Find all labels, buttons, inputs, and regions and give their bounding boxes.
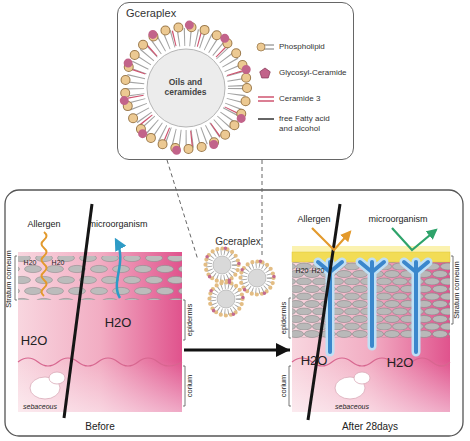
skin-before	[42, 232, 47, 296]
micelle-cluster	[209, 282, 243, 316]
layer-label: epidermis	[186, 304, 194, 337]
layer-label: Stratum corneum	[5, 250, 13, 308]
gland-label: sebaceous	[23, 403, 57, 410]
layer-label: corium	[186, 375, 194, 398]
layer-label: Stratum corneum	[453, 261, 461, 319]
group-label: Gceraplex	[215, 236, 261, 248]
micelle-shell	[123, 25, 249, 151]
legend-swatch	[256, 40, 276, 54]
layer-label: corium	[280, 375, 288, 398]
lipid-tail	[264, 45, 274, 46]
skin-before	[183, 366, 185, 406]
micelle-group: Gceraplex	[198, 236, 278, 320]
ceramide-chain	[258, 96, 274, 98]
gland-label: sebaceous	[335, 403, 369, 410]
micelle-core-shape	[147, 49, 225, 127]
legend-item: Ceramide 3	[256, 92, 320, 106]
skin-after	[392, 228, 436, 250]
legend-sample	[257, 43, 274, 51]
agent-label: Allergen	[297, 215, 330, 224]
skin-before	[18, 252, 182, 412]
box-title: Gceraplex	[126, 7, 176, 20]
skin-after	[308, 204, 340, 420]
legend-text: free Fatty acid and alcohol	[279, 112, 341, 134]
micelle-cluster	[205, 248, 274, 316]
legend-swatch	[256, 92, 276, 106]
water-label: H2O	[301, 354, 328, 367]
legend-text: Phospholipid	[279, 40, 325, 52]
lipid-head	[257, 43, 265, 51]
agent-label: Allergen	[27, 220, 60, 229]
micelle-shell	[135, 37, 237, 139]
legend-sample	[260, 68, 270, 78]
panel-frame	[5, 190, 463, 436]
water-label: H20	[296, 267, 309, 274]
legend-item: Glycosyl-Ceramide	[256, 66, 347, 80]
layer-label: epidermis	[280, 302, 288, 335]
skin-after	[318, 262, 428, 352]
skin-after	[318, 262, 428, 352]
micelle-cluster	[205, 248, 239, 282]
skin-before	[64, 204, 92, 418]
water-label: H2O	[21, 334, 48, 347]
glyco-head	[260, 68, 270, 78]
skin-before	[49, 372, 65, 384]
lipid-tail	[264, 49, 274, 50]
zoom-connector	[167, 160, 198, 260]
micelle-shell	[123, 25, 249, 151]
legend-item: Phospholipid	[256, 40, 325, 54]
skin-before	[18, 252, 182, 412]
skin-after	[354, 372, 370, 384]
legend-sample	[258, 119, 274, 120]
ceramide-chain	[258, 100, 274, 102]
water-label: H20	[52, 259, 65, 266]
core-label: Oils and ceramides	[157, 78, 215, 98]
water-label: H20	[312, 267, 325, 274]
agent-label: microorganism	[88, 220, 147, 229]
legend-item: free Fatty acid and alcohol	[256, 112, 341, 134]
micelle-core: Oils and ceramides	[146, 48, 226, 128]
legend-swatch	[256, 112, 276, 126]
water-label: H2O	[387, 356, 414, 369]
skin-after	[292, 252, 450, 412]
detail-box: GceraplexOils and ceramides	[117, 2, 354, 160]
skin-after	[289, 204, 453, 420]
skin-after	[289, 298, 291, 338]
micelle-shell	[135, 37, 237, 139]
micelle-cluster	[240, 261, 274, 295]
process-arrow	[184, 349, 290, 352]
legend-text: Glycosyl-Ceramide	[279, 66, 347, 78]
legend-swatch	[256, 66, 276, 80]
water-label: H20	[24, 259, 37, 266]
skin-after	[292, 246, 450, 252]
skin-before	[18, 358, 182, 366]
water-label: H2O	[105, 316, 132, 329]
skin-after	[292, 252, 450, 412]
skin-after	[289, 366, 291, 406]
skin-panel: After 28days	[290, 250, 450, 434]
legend-sample	[258, 97, 274, 101]
skin-before	[15, 256, 17, 300]
zoom-line	[262, 160, 263, 258]
skin-before	[183, 300, 185, 340]
agent-label: microorganism	[368, 215, 427, 224]
skin-after	[312, 228, 350, 250]
panel-caption: After 28days	[342, 421, 398, 433]
fatty-chain	[258, 118, 274, 120]
skin-before	[15, 204, 185, 418]
panel-caption: Before	[85, 421, 114, 433]
skin-before	[116, 240, 120, 298]
legend-text: Ceramide 3	[279, 92, 320, 104]
